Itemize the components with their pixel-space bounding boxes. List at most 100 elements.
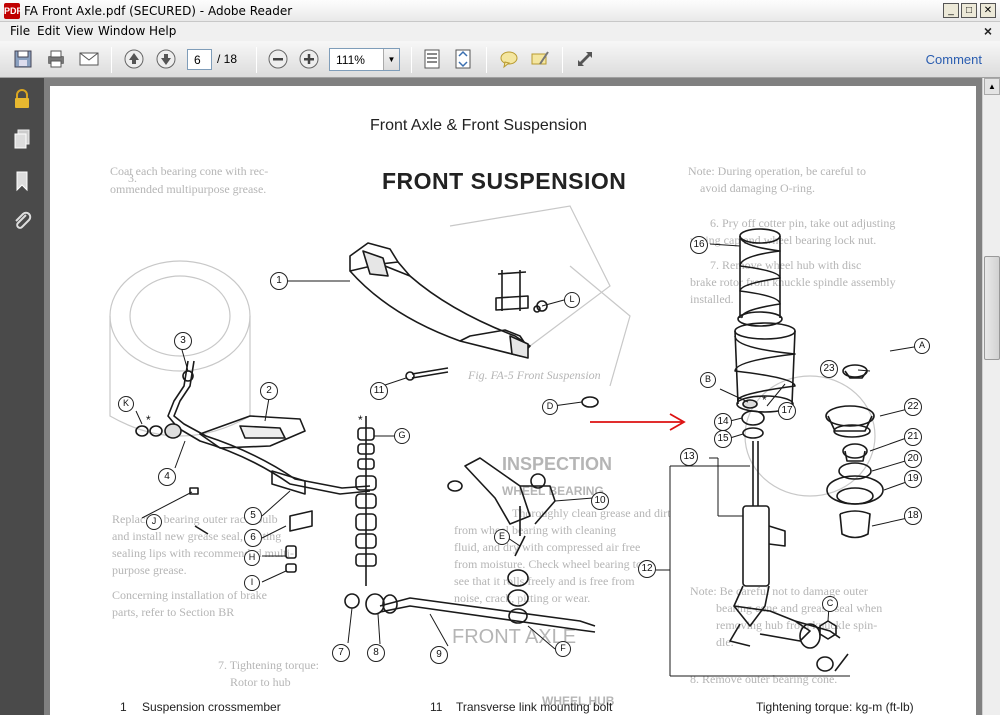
ghost-text: noise, crack, pitting or wear. [454, 591, 591, 605]
callout-A: A [914, 338, 930, 354]
menu-window[interactable]: Window [98, 24, 146, 38]
ghost-text: see that it rolls freely and is free fro… [454, 574, 635, 588]
callout-15: 15 [714, 430, 732, 448]
callout-D: D [542, 399, 558, 415]
zoom-value: 111% [336, 53, 365, 67]
callout-12: 12 [638, 560, 656, 578]
callout-4: 4 [158, 468, 176, 486]
fit-width-icon[interactable] [451, 48, 475, 70]
callout-3: 3 [174, 332, 192, 350]
page-up-icon[interactable] [122, 48, 146, 70]
page-total-label: / 18 [217, 52, 238, 66]
callout-B: B [700, 372, 716, 388]
ghost-text: from moisture. Check wheel bearing to [454, 557, 642, 571]
menu-edit[interactable]: Edit [37, 24, 61, 38]
ghost-heading: WHEEL HUB [542, 694, 615, 708]
callout-K: K [118, 396, 134, 412]
save-icon[interactable] [11, 48, 35, 70]
ghost-text: avoid damaging O-ring. [700, 181, 815, 195]
attachments-icon[interactable] [11, 210, 33, 232]
window-title: FA Front Axle.pdf (SECURED) - Adobe Read… [24, 4, 293, 18]
callout-L: L [564, 292, 580, 308]
email-icon[interactable] [77, 48, 101, 70]
lock-icon[interactable] [11, 88, 33, 110]
zoom-select[interactable]: 111% ▼ [329, 48, 400, 71]
asterisk-mark: * [358, 413, 363, 427]
callout-19: 19 [904, 470, 922, 488]
legend-item: Suspension crossmember [142, 700, 281, 714]
toolbar-separator [486, 47, 487, 73]
callout-6: 6 [244, 529, 262, 547]
menu-file[interactable]: File [10, 24, 31, 38]
highlight-icon[interactable] [528, 48, 552, 70]
bookmarks-icon[interactable] [11, 170, 33, 192]
document-viewport[interactable]: 3. Coat each bearing cone with rec- omme… [44, 78, 982, 715]
sticky-note-icon[interactable] [497, 48, 521, 70]
ghost-text: 6. Pry off cotter pin, take out adjustin… [710, 216, 896, 230]
callout-18: 18 [904, 507, 922, 525]
ghost-text: brake rotor from knuckle spindle assembl… [690, 275, 896, 289]
ghost-text: ommended multipurpose grease. [110, 182, 267, 196]
page-header: Front Axle & Front Suspension [370, 117, 587, 134]
ghost-text: dle. [716, 635, 734, 649]
asterisk-mark: * [762, 393, 767, 407]
ghost-text: Thoroughly clean grease and dirt [512, 506, 671, 520]
ghost-heading: WHEEL BEARING [502, 484, 604, 498]
toolbar-separator [411, 47, 412, 73]
ghost-text: nuting cap and wheel bearing lock nut. [690, 233, 877, 247]
ghost-text: removing hub from knuckle spin- [716, 618, 878, 632]
menu-help[interactable]: Help [149, 24, 177, 38]
legend-item: Transverse link mounting bolt [456, 700, 613, 714]
legend-number: 11 [430, 700, 443, 714]
callout-10: 10 [591, 492, 609, 510]
minimize-button[interactable]: _ [943, 3, 959, 18]
suspension-exploded-diagram: * * * [109, 205, 921, 677]
callout-13: 13 [680, 448, 698, 466]
callout-G: G [394, 428, 410, 444]
callout-C: C [822, 596, 838, 612]
ghost-text: bearing cone and grease seal when [716, 601, 883, 615]
chevron-down-icon[interactable]: ▼ [383, 49, 399, 70]
scroll-up-icon[interactable]: ▲ [984, 78, 1000, 95]
ghost-text: purpose grease. [112, 563, 187, 577]
ghost-text: Note: During operation, be careful to [688, 164, 866, 178]
callout-I: I [244, 575, 260, 591]
callout-E: E [494, 529, 510, 545]
vertical-scrollbar[interactable]: ▲ [982, 78, 1000, 715]
callout-23: 23 [820, 360, 838, 378]
ghost-text: 7. Tightening torque: [218, 658, 320, 672]
zoom-out-icon[interactable] [266, 48, 290, 70]
ghost-text: parts, refer to Section BR [112, 605, 235, 619]
ghost-text: Note: Be careful not to damage outer [690, 584, 868, 598]
scrollbar-thumb[interactable] [984, 256, 1000, 360]
callout-16: 16 [690, 236, 708, 254]
print-icon[interactable] [44, 48, 68, 70]
callout-11: 11 [370, 382, 388, 400]
page-number-input[interactable] [187, 49, 212, 70]
fit-page-icon[interactable] [420, 48, 444, 70]
ghost-heading: INSPECTION [502, 454, 613, 474]
ghost-drawing [109, 205, 876, 497]
menu-bar: File Edit View Window Help × [0, 22, 1000, 41]
callout-14: 14 [714, 413, 732, 431]
close-button[interactable]: ✕ [980, 3, 996, 18]
toolbar-separator [111, 47, 112, 73]
fullscreen-icon[interactable] [574, 48, 598, 70]
comment-pane-button[interactable]: Comment [925, 52, 982, 67]
callout-1: 1 [270, 272, 288, 290]
menu-view[interactable]: View [65, 24, 94, 38]
main-drawing [135, 228, 921, 677]
callout-7: 7 [332, 644, 350, 662]
callout-J: J [146, 514, 162, 530]
bushings-stack [355, 416, 377, 586]
callout-H: H [244, 550, 260, 566]
maximize-button[interactable]: □ [961, 3, 977, 18]
pdf-page: 3. Coat each bearing cone with rec- omme… [50, 86, 976, 715]
title-bar: PDF FA Front Axle.pdf (SECURED) - Adobe … [0, 0, 1000, 22]
section-title: FRONT SUSPENSION [382, 168, 627, 194]
page-down-icon[interactable] [154, 48, 178, 70]
pages-icon[interactable] [11, 128, 33, 150]
toolbar [0, 41, 1000, 78]
zoom-in-icon[interactable] [297, 48, 321, 70]
close-document-icon[interactable]: × [983, 23, 992, 39]
